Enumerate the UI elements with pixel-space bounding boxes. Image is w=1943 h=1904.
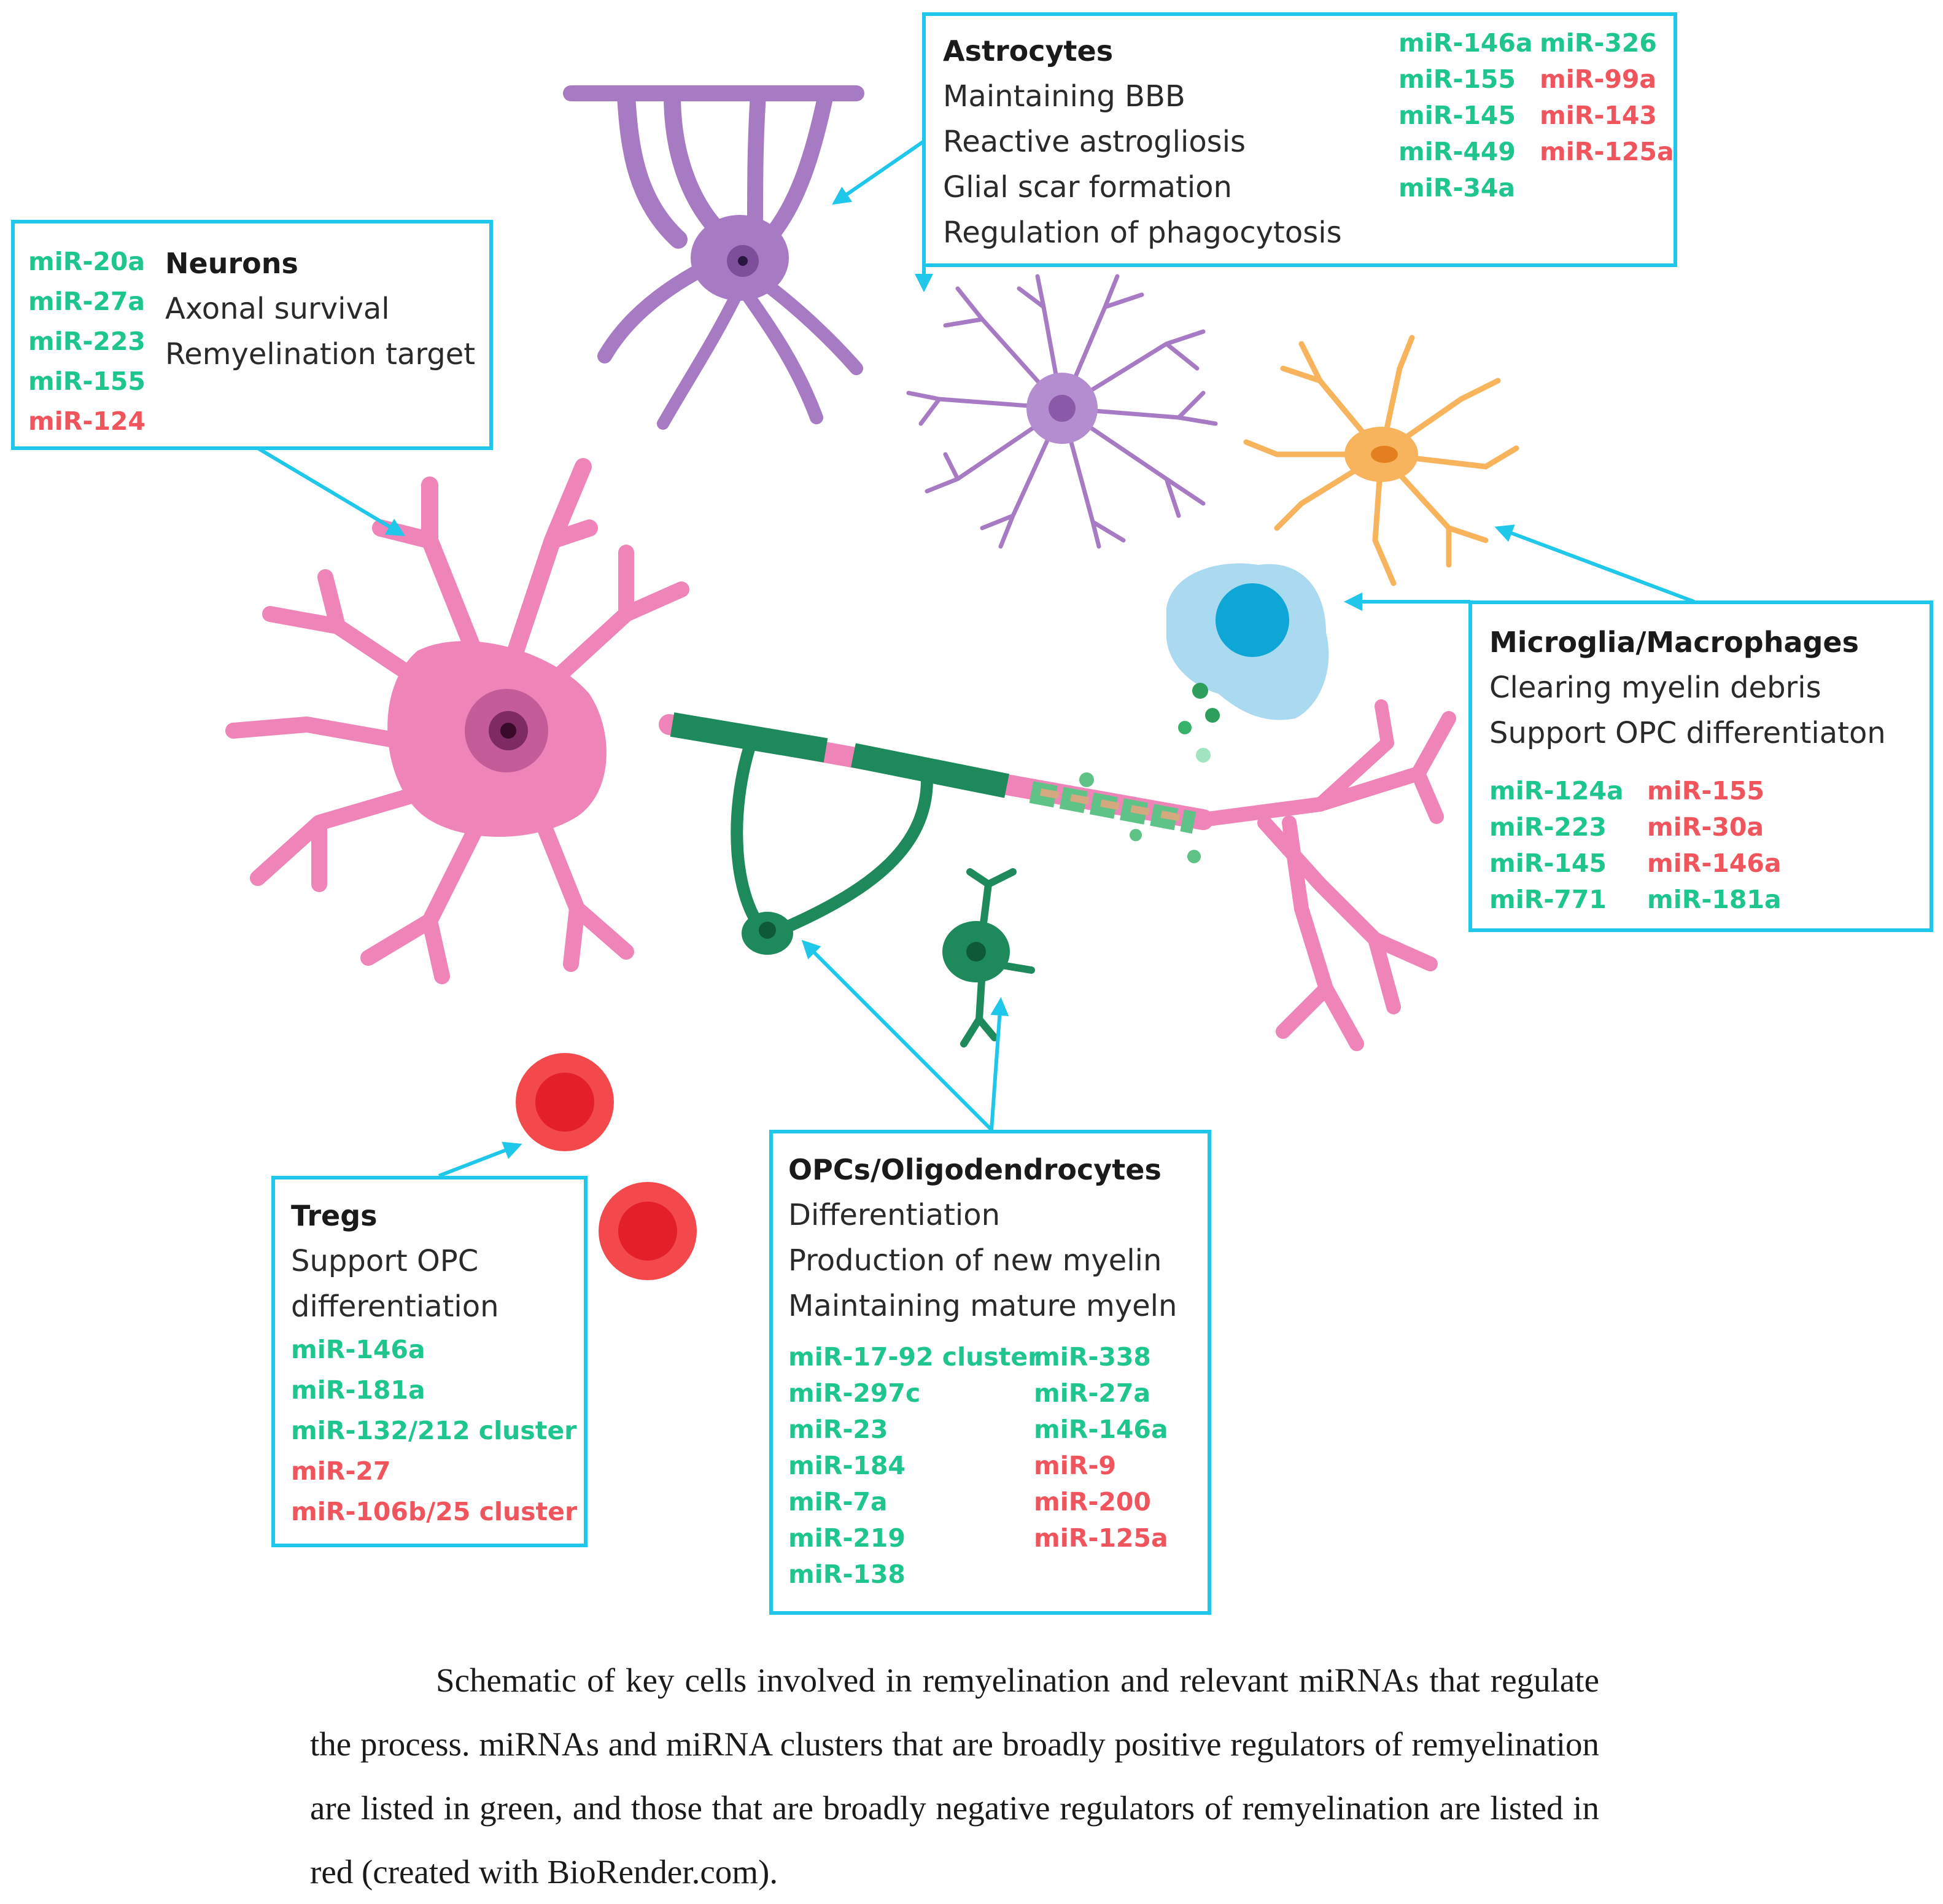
- oligodendrocyte-cell: [731, 743, 933, 942]
- microglia-function: Support OPC differentiaton: [1489, 716, 1886, 750]
- mirna-label: miR-155: [1398, 64, 1516, 94]
- treg-cell-2: [599, 1182, 697, 1280]
- mirna-label: miR-27a: [1034, 1378, 1151, 1408]
- tregs-title: Tregs: [291, 1199, 378, 1232]
- mirna-label: miR-23: [788, 1415, 888, 1444]
- mirna-label: miR-219: [788, 1523, 906, 1553]
- mirna-label: miR-223: [28, 327, 145, 356]
- mirna-label: miR-7a: [788, 1487, 888, 1517]
- mirna-label: miR-145: [1489, 849, 1607, 878]
- opcs-title: OPCs/Oligodendrocytes: [788, 1153, 1162, 1186]
- connector-arrows: [257, 139, 1696, 1178]
- microglia-cell: [1243, 335, 1519, 586]
- mirna-label: miR-124: [28, 406, 145, 436]
- mirna-label: miR-200: [1034, 1487, 1151, 1517]
- mirna-label: miR-9: [1034, 1451, 1116, 1480]
- mirna-label: miR-184: [788, 1451, 906, 1480]
- mirna-label: miR-181a: [1647, 885, 1782, 914]
- mirna-label: miR-145: [1398, 101, 1516, 130]
- mirna-label: miR-297c: [788, 1378, 921, 1408]
- microglia-box: Microglia/Macrophages Clearing myelin de…: [1468, 600, 1933, 932]
- mirna-label: miR-449: [1398, 137, 1516, 166]
- mirna-label: miR-138: [788, 1560, 906, 1589]
- mirna-label: miR-338: [1034, 1342, 1151, 1372]
- opcs-function: Production of new myelin: [788, 1243, 1162, 1278]
- opcs-function: Maintaining mature myeln: [788, 1289, 1177, 1323]
- opcs-mirna-list-1: miR-17-92 cluster miR-297c miR-23 miR-18…: [788, 1339, 1040, 1593]
- tregs-mirna-list: miR-146a miR-181a miR-132/212 cluster mi…: [291, 1329, 577, 1532]
- mirna-label: miR-27: [291, 1456, 391, 1486]
- mirna-label: miR-106b/25 cluster: [291, 1497, 578, 1526]
- opcs-box: OPCs/Oligodendrocytes Differentiation Pr…: [769, 1130, 1211, 1615]
- mirna-label: miR-20a: [28, 247, 145, 276]
- astrocytes-function: Glial scar formation: [943, 170, 1232, 204]
- astrocytes-mirna-list-1: miR-146a miR-155 miR-145 miR-449 miR-34a: [1398, 25, 1533, 206]
- astrocytes-function: Maintaining BBB: [943, 79, 1185, 114]
- mirna-label: miR-34a: [1398, 173, 1516, 203]
- astrocytes-function: Regulation of phagocytosis: [943, 216, 1342, 250]
- mirna-label: miR-27a: [28, 287, 145, 316]
- mirna-label: miR-143: [1540, 101, 1657, 130]
- caption-text: Schematic of key cells involved in remye…: [310, 1661, 1599, 1890]
- tregs-function: Support OPC: [291, 1244, 479, 1278]
- macrophage-nucleus: [1216, 583, 1289, 657]
- mirna-label: miR-326: [1540, 28, 1657, 58]
- neurons-box: miR-20a miR-27a miR-223 miR-155 miR-124 …: [11, 220, 493, 450]
- neurons-function: Axonal survival: [165, 292, 390, 326]
- astrocytes-title: Astrocytes: [943, 34, 1114, 68]
- opcs-function: Differentiation: [788, 1198, 1001, 1232]
- mirna-label: miR-146a: [1647, 849, 1782, 878]
- mirna-label: miR-17-92 cluster: [788, 1342, 1041, 1372]
- astrocytes-box: Astrocytes Maintaining BBB Reactive astr…: [922, 12, 1677, 267]
- mirna-label: miR-125a: [1540, 137, 1674, 166]
- astrocyte-star-cell: [906, 274, 1218, 549]
- mirna-label: miR-124a: [1489, 776, 1624, 806]
- opcs-mirna-list-2: miR-338 miR-27a miR-146a miR-9 miR-200 m…: [1034, 1339, 1168, 1556]
- mirna-label: miR-146a: [1034, 1415, 1168, 1444]
- myelin-sheath: [670, 712, 1196, 834]
- tregs-box: Tregs Support OPC differentiation miR-14…: [271, 1176, 588, 1547]
- microglia-function: Clearing myelin debris: [1489, 670, 1821, 705]
- astrocytes-function: Reactive astrogliosis: [943, 125, 1246, 159]
- mirna-label: miR-125a: [1034, 1523, 1168, 1553]
- tregs-function: differentiation: [291, 1289, 499, 1324]
- microglia-title: Microglia/Macrophages: [1489, 626, 1859, 659]
- mirna-label: miR-181a: [291, 1375, 425, 1405]
- mirna-label: miR-155: [1647, 776, 1764, 806]
- neurons-title: Neurons: [165, 247, 298, 280]
- mirna-label: miR-146a: [291, 1335, 425, 1364]
- microglia-mirna-list-1: miR-124a miR-223 miR-145 miR-771: [1489, 773, 1624, 918]
- mirna-label: miR-771: [1489, 885, 1607, 914]
- mirna-label: miR-30a: [1647, 812, 1764, 842]
- microglia-mirna-list-2: miR-155 miR-30a miR-146a miR-181a: [1647, 773, 1782, 918]
- figure-caption: Schematic of key cells involved in remye…: [310, 1649, 1599, 1904]
- neurons-function: Remyelination target: [165, 337, 476, 371]
- mirna-label: miR-132/212 cluster: [291, 1416, 577, 1445]
- mirna-label: miR-99a: [1540, 64, 1657, 94]
- mirna-label: miR-155: [28, 367, 145, 396]
- mirna-label: miR-146a: [1398, 28, 1533, 58]
- treg-cell-1: [516, 1053, 614, 1151]
- mirna-label: miR-223: [1489, 812, 1607, 842]
- neurons-mirna-list: miR-20a miR-27a miR-223 miR-155 miR-124: [28, 242, 145, 441]
- astrocytes-mirna-list-2: miR-326 miR-99a miR-143 miR-125a: [1540, 25, 1674, 170]
